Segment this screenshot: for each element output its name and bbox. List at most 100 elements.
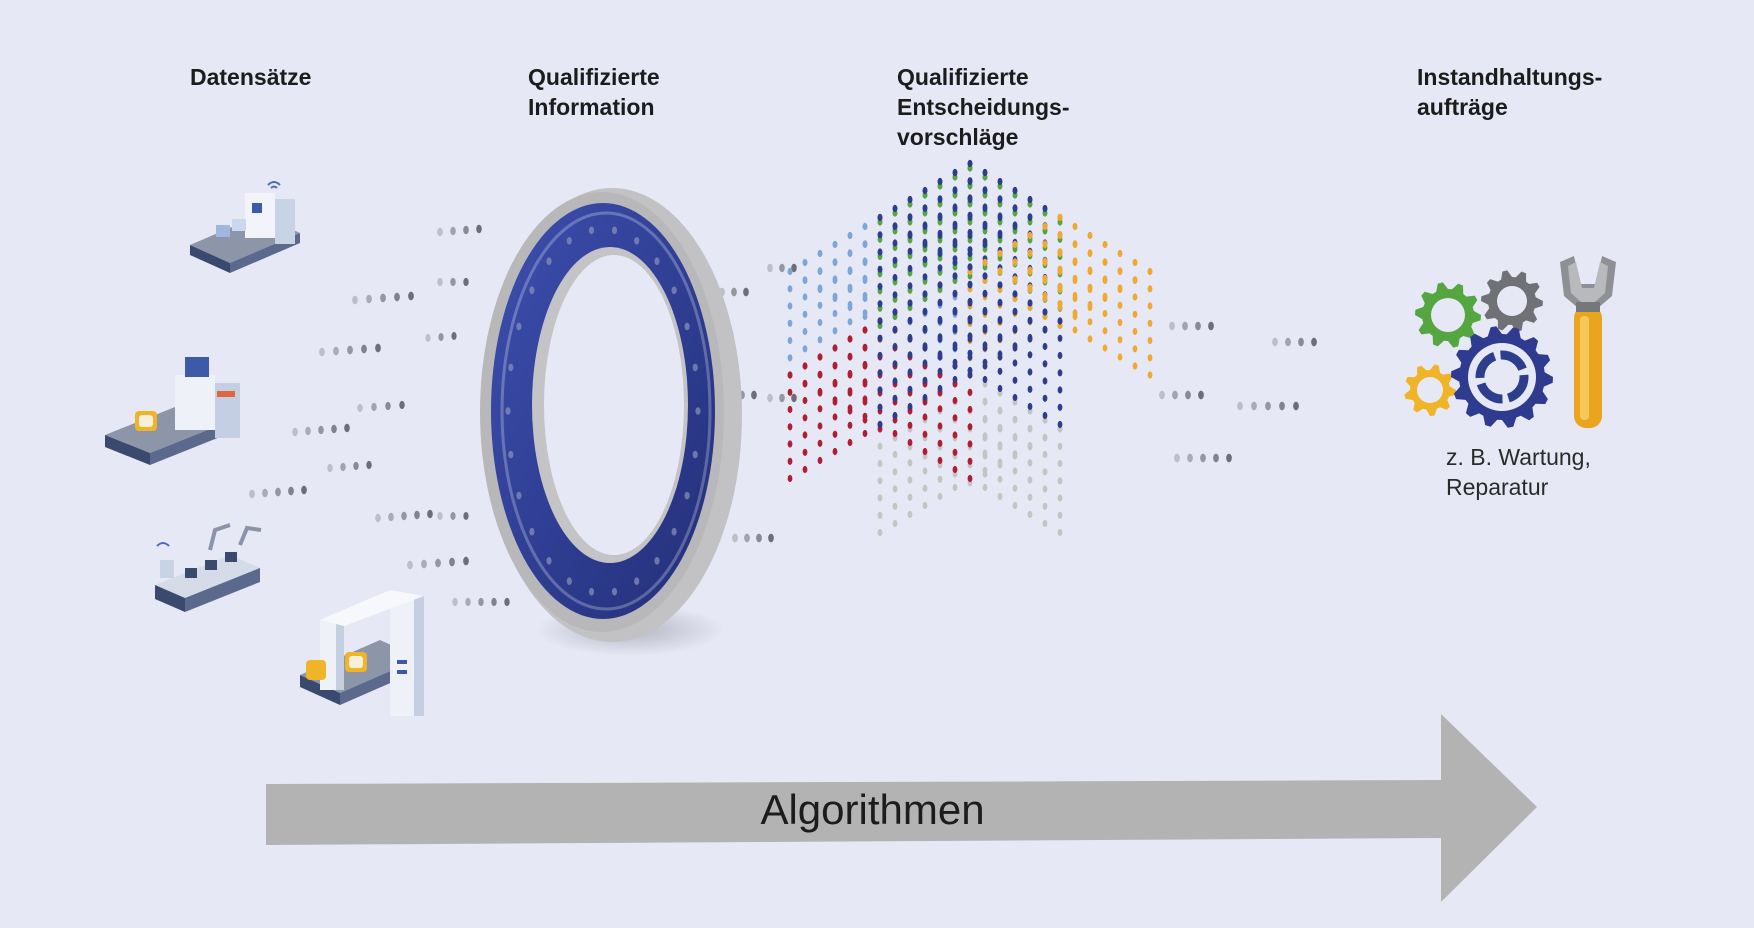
data-dot <box>463 225 469 235</box>
data-dot <box>375 343 381 353</box>
data-dot <box>1272 337 1278 347</box>
data-dot <box>743 287 749 297</box>
data-dot <box>756 533 762 543</box>
data-dot <box>333 346 339 356</box>
data-dot <box>767 393 773 403</box>
data-dot <box>1279 401 1285 411</box>
data-dot <box>1208 321 1214 331</box>
green-gear-icon <box>1415 282 1481 348</box>
data-dot <box>1226 453 1232 463</box>
data-dot <box>768 533 774 543</box>
ring-dot <box>634 237 640 245</box>
ring-dot <box>684 491 690 500</box>
ring-dot <box>588 587 595 596</box>
data-dot <box>414 510 420 520</box>
data-dot <box>450 512 456 520</box>
ring-dot <box>654 257 660 266</box>
ring-dot <box>546 557 552 565</box>
data-dot <box>452 597 458 607</box>
ring-dot <box>566 237 572 245</box>
data-dot <box>1169 321 1175 331</box>
navy-gear-icon <box>1451 326 1553 428</box>
data-dot <box>450 277 456 287</box>
ring-dot <box>516 322 522 331</box>
data-dot <box>1298 337 1304 347</box>
data-dot <box>357 403 363 413</box>
algorithms-arrow <box>266 714 1537 902</box>
data-dot <box>1251 401 1257 411</box>
ring-dot <box>692 363 698 372</box>
conveyor-machine-icon <box>190 181 300 273</box>
data-dot <box>478 597 484 607</box>
ring-dot <box>634 577 640 585</box>
data-dot <box>399 400 405 410</box>
ring-dot <box>508 363 514 372</box>
data-dot <box>1198 390 1204 400</box>
data-dot <box>401 511 407 521</box>
cube-block-grey <box>877 371 1063 537</box>
ring-dot <box>588 226 595 235</box>
data-dot <box>791 263 797 273</box>
wrench-icon <box>1560 256 1616 428</box>
data-dot <box>463 512 469 520</box>
ring-dot <box>695 407 701 415</box>
data-dot <box>385 401 391 411</box>
data-dot <box>463 556 469 566</box>
data-dot <box>327 463 333 473</box>
ring-dot <box>529 286 535 295</box>
ring-dot <box>654 557 660 565</box>
data-dot <box>1172 390 1178 400</box>
data-dot <box>1285 337 1291 347</box>
data-dot <box>504 597 510 607</box>
gantry-machine-icon <box>300 590 424 716</box>
data-filter-ring-icon <box>480 188 742 656</box>
stage-title-decisions: Qualifizierte Entscheidungs- vorschläge <box>897 64 1070 150</box>
data-dot <box>388 512 394 522</box>
decision-cube-icon <box>787 159 1153 537</box>
data-dot <box>301 485 307 495</box>
data-dot <box>437 512 443 520</box>
data-dot <box>292 427 298 437</box>
data-dot <box>375 513 381 523</box>
data-dot <box>427 509 433 519</box>
ring-dot <box>546 257 552 266</box>
data-dot <box>344 423 350 433</box>
press-machine-icon <box>105 357 240 465</box>
stage-title-information: Qualifizierte Information <box>528 64 660 120</box>
data-dot <box>288 486 294 496</box>
data-dot <box>491 597 497 607</box>
data-dot <box>435 558 441 568</box>
ring-dot <box>671 286 677 295</box>
data-dot <box>421 559 427 569</box>
data-dot <box>1293 401 1299 411</box>
data-dot <box>779 393 785 403</box>
data-dot <box>437 227 443 237</box>
data-dot <box>1200 453 1206 463</box>
data-dot <box>347 345 353 355</box>
data-dot <box>450 226 456 236</box>
data-dot <box>331 424 337 434</box>
ring-dot <box>611 587 618 596</box>
ring-dot <box>529 527 535 536</box>
data-dot <box>744 533 750 543</box>
data-dot <box>767 263 773 273</box>
robot-line-icon <box>155 523 262 612</box>
data-dot <box>275 487 281 497</box>
data-dot <box>305 426 311 436</box>
data-dot <box>731 287 737 297</box>
ring-dot <box>692 450 698 459</box>
ring-dot <box>671 527 677 536</box>
data-dot <box>361 344 367 354</box>
data-dot <box>249 489 255 499</box>
data-dot <box>1159 390 1165 400</box>
data-dot <box>340 462 346 472</box>
data-dot <box>465 597 471 607</box>
ring-dot <box>566 577 572 585</box>
ring-dot <box>684 322 690 331</box>
data-dot <box>1213 453 1219 463</box>
data-dot <box>262 488 268 498</box>
cube-block-navy-bottom <box>877 263 1063 429</box>
stage-title-datasets: Datensätze <box>190 64 312 90</box>
data-dot-streams <box>249 224 1317 607</box>
